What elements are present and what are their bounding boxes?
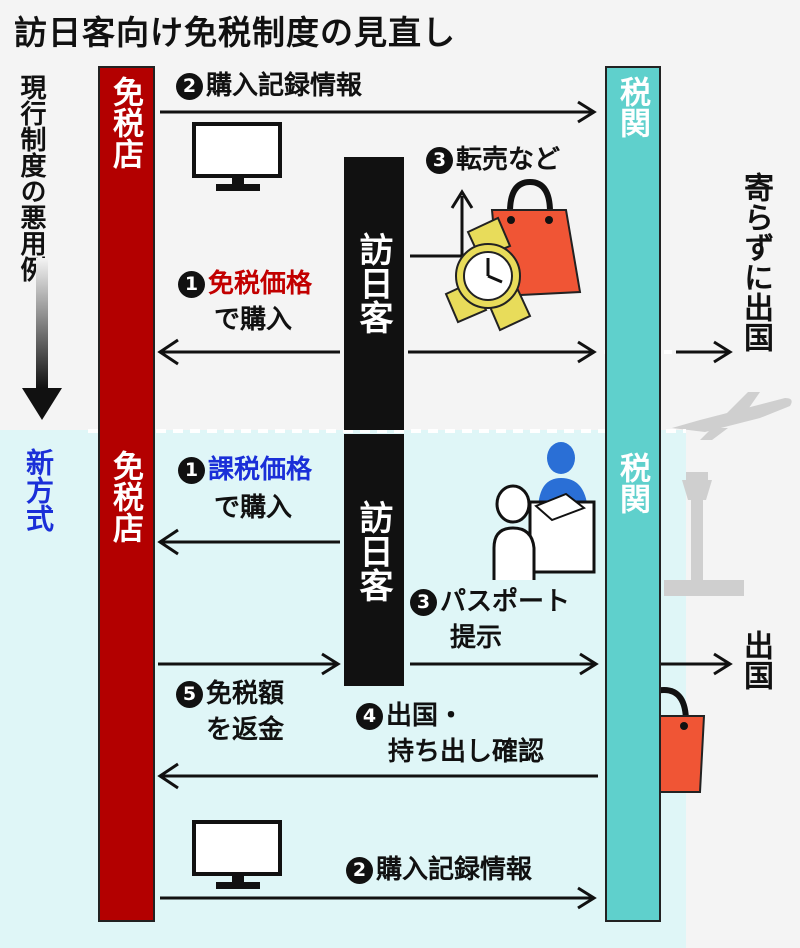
airplane-icon	[672, 392, 792, 440]
customs-officer-icon	[492, 442, 596, 580]
customs-label-current: 税関	[614, 76, 650, 138]
page-title: 訪日客向け免税制度の見直し	[14, 13, 456, 52]
new-exit-label: 出国	[738, 630, 773, 690]
monitor-icon	[192, 820, 282, 889]
new-passport-line2: 提示	[450, 623, 503, 653]
shop-label-new: 免税店	[107, 450, 143, 543]
customs-bar	[605, 66, 661, 922]
new-scheme-label: 新方式	[22, 448, 55, 532]
wristwatch-icon	[444, 216, 532, 332]
visitor-bar-new	[344, 434, 404, 686]
new-arrows	[157, 528, 733, 910]
visitor-label-current: 訪日客	[353, 232, 393, 334]
new-refund-line2: を返金	[206, 715, 285, 745]
visitor-label-new: 訪日客	[353, 500, 393, 602]
tax-free-price-text: 免税価格	[208, 269, 313, 299]
customs-label-new: 税関	[614, 452, 650, 514]
monitor-icon	[192, 122, 282, 191]
down-arrow-icon	[22, 258, 62, 420]
duty-free-shop-bar	[98, 66, 155, 922]
visitor-bar-current	[344, 157, 404, 430]
shop-label-current: 免税店	[107, 76, 143, 169]
current-scheme-label: 現行制度の悪用例	[16, 74, 46, 282]
current-purchase-rest: で購入	[214, 305, 293, 335]
new-confirm-line2: 持ち出し確認	[388, 737, 545, 767]
control-tower-icon	[664, 472, 744, 596]
taxed-price-text: 課税価格	[208, 455, 313, 485]
new-purchase-rest: で購入	[214, 493, 293, 523]
current-exit-label: 寄らずに出国	[738, 172, 773, 352]
current-arrows	[157, 100, 733, 366]
